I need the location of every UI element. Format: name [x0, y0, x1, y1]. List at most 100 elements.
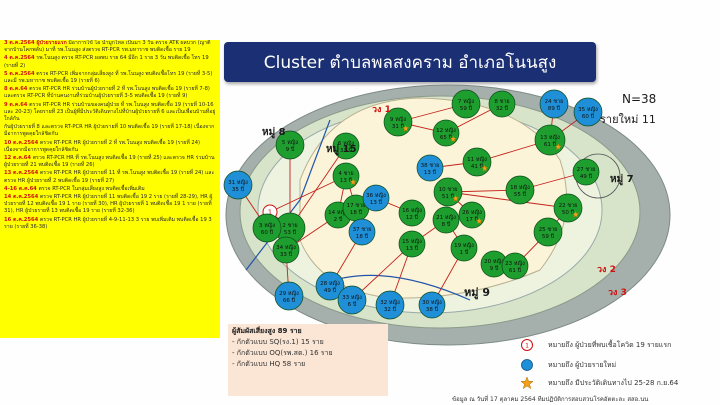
case-circle — [272, 236, 300, 264]
case-age: 38 ปี — [426, 306, 439, 313]
zone-label-w1: วง 1 — [372, 105, 391, 115]
case-node-21: 21 หญิง8 ปี — [432, 206, 460, 234]
case-label: 6 หญิง — [338, 140, 355, 147]
case-node-5: 5 หญิง9 ปี — [275, 130, 305, 160]
case-label: 9 หญิง — [390, 116, 407, 123]
case-age: 59 ปี — [542, 233, 555, 240]
case-node-20: 20 หญิง9 ปี — [480, 250, 508, 278]
case-age: 33 ปี — [280, 251, 293, 258]
case-age: 2 ปี — [334, 216, 343, 223]
case-label: 12 หญิง — [436, 127, 456, 134]
case-age: 65 ปี — [440, 134, 453, 141]
case-age: 89 ปี — [548, 105, 561, 112]
case-age: 9 ปี — [286, 146, 295, 153]
case-label: 3 หญิง — [259, 222, 276, 229]
case-label: 25 ชาย — [539, 226, 558, 233]
case-label: 21 หญิง — [436, 214, 456, 221]
new-count-label: รายใหม่ — [600, 113, 639, 126]
footer-note: ข้อมูล ณ วันที่ 17 ตุลาคม 2564 ทีมปฏิบัต… — [452, 396, 649, 403]
timeline-text: ตรวจ RT-PCR ในกลุ่มเสี่ยงสูง พบติดเชื้อเ… — [38, 185, 145, 192]
timeline-entry: 8 ต.ค.64 ตรวจ RT-PCR HR ร่วมบ้านผู้ป่วยร… — [4, 86, 216, 100]
legend-item-star: หมายถึง มีประวัติเดินทางไป 25-28 ก.ย.64 — [520, 376, 678, 390]
case-node-33: 33 หญิง6 ปี — [337, 285, 367, 315]
case-label: 26 หญิง — [462, 209, 482, 216]
case-circle — [488, 90, 516, 118]
divider-moo15 — [299, 119, 331, 201]
timeline-text: ตรวจ RT-PCR HR ร่วมบ้านผู้ป่วยรายที่ 2 ท… — [4, 86, 210, 100]
case-circle — [337, 285, 367, 315]
transmission-edge — [447, 191, 569, 209]
case-label: 22 ชาย — [559, 202, 578, 209]
timeline-date: 16 ต.ค.2564 — [4, 216, 39, 223]
timeline-entry: 5 ต.ค.2564 ตรวจ RT-PCR เพิ่มจากกลุ่มเสี่… — [4, 71, 216, 85]
case-circle — [418, 291, 446, 319]
zone-label-w2: วง 2 — [597, 265, 616, 275]
case-node-6: 6 หญิง33 ปี — [332, 132, 360, 160]
summary-row: - กักตัวแบบ SQ(รง.1) 15 ราย — [232, 338, 324, 346]
summary-box: ผู้สัมผัสเสี่ยงสูง 89 ราย - กักตัวแบบ SQ… — [228, 324, 388, 396]
legend: 1 หมายถึง ผู้ป่วยที่พบเชื้อโควิด 19 รายแ… — [520, 338, 720, 398]
case-circle — [573, 97, 603, 127]
case-circle — [362, 184, 390, 212]
case-label: 7 หญิง — [458, 98, 475, 105]
case-circle — [274, 281, 304, 311]
svg-text:1: 1 — [525, 343, 529, 350]
legend-item-index: 1 หมายถึง ผู้ป่วยที่พบเชื้อโควิด 19 รายแ… — [520, 338, 671, 352]
case-node-11: 11 หญิง41 ปี — [462, 147, 492, 177]
case-label: 28 หญิง — [320, 280, 340, 287]
zone-label-moo15: หมู่ 15 — [326, 143, 357, 156]
transmission-edge — [269, 175, 347, 213]
case-node-19: 19 หญิง1 ปี — [450, 234, 478, 262]
case-circle — [451, 89, 481, 119]
case-circle — [252, 213, 282, 243]
timeline-text: ตรวจ RT-PCR HR ร่วมบ้านของคนผู้ป่วย ที่ … — [4, 101, 216, 123]
case-circle — [539, 89, 569, 119]
case-node-29: 29 หญิง66 ปี — [274, 281, 304, 311]
case-node-30: 30 หญิง38 ปี — [418, 291, 446, 319]
case-age: 18 ปี — [350, 209, 363, 216]
case-age: 13 ปี — [370, 199, 383, 206]
case-label: 13 หญิง — [540, 134, 560, 141]
timeline-entry: 16 ต.ค.2564 ตรวจ RT-PCR HR ผู้ป่วยรายที่… — [4, 217, 216, 231]
travel-star-icon — [402, 124, 410, 132]
case-age: 61 ปี — [544, 141, 557, 148]
timeline-entry: 13 ต.ค.2564 ตรวจ RT-PCR HR ผู้ป่วยรายที่… — [4, 170, 216, 184]
case-circle — [348, 218, 376, 246]
case-label: 5 หญิง — [282, 139, 299, 146]
case-label: 27 ชาย — [577, 166, 596, 173]
case-circle — [332, 132, 360, 160]
case-node-3: 3 หญิง60 ปี — [252, 213, 282, 243]
timeline-entry: 14 ต.ค.2564 ตรวจ RT-PCR HR ผู้ป่วยรายที่… — [4, 194, 216, 216]
timeline-entry: 12 ต.ค.64 ตรวจ RT-PCR HR ที่ รพ.โนนสูง พ… — [4, 155, 216, 169]
case-age: 59 ปี — [460, 105, 473, 112]
case-label: 2 ชาย — [282, 222, 297, 229]
case-circle — [398, 199, 426, 227]
timeline-date: 9 ต.ค.64 — [4, 101, 28, 108]
case-age: 35 ปี — [232, 186, 245, 193]
travel-star-icon — [449, 135, 457, 143]
timeline-text: รพ.โนนสูง ตรวจ RT-PCR ผลพบ ราย 64 มีอีก … — [4, 55, 209, 69]
case-label: 20 หญิง — [484, 258, 504, 265]
case-label: 36 หญิง — [366, 192, 386, 199]
case-age: 32 ปี — [496, 105, 509, 112]
timeline-text: ตรวจ RT-PCR HR ผู้ป่วยรายที่ 11 ที่ รพ.โ… — [4, 170, 215, 184]
timeline-text: ตรวจ RT-PCR HR ผู้ป่วยรายที่ 4-9-11-13 3… — [4, 216, 212, 230]
case-label: 16 หญิง — [402, 207, 422, 214]
case-node-23: 23 หญิง61 ปี — [501, 252, 529, 280]
case-age: 55 ปี — [514, 191, 527, 198]
case-age: 18 ปี — [356, 233, 369, 240]
summary-row: - กักตัวแบบ OQ(รพ.สต.) 16 ราย — [232, 349, 333, 357]
case-label: 10 ชาย — [439, 186, 458, 193]
timeline-text: ตรวจ RT-PCR เพิ่มจากกลุ่มเสี่ยงสูง ที่ ร… — [4, 70, 213, 85]
case-age: 51 ปี — [442, 193, 455, 200]
case-node-26: 26 หญิง17 ปี — [458, 201, 486, 229]
case-label: 1 — [268, 209, 272, 217]
star-icon — [520, 376, 534, 390]
case-node-28: 28 หญิง49 ปี — [315, 271, 345, 301]
